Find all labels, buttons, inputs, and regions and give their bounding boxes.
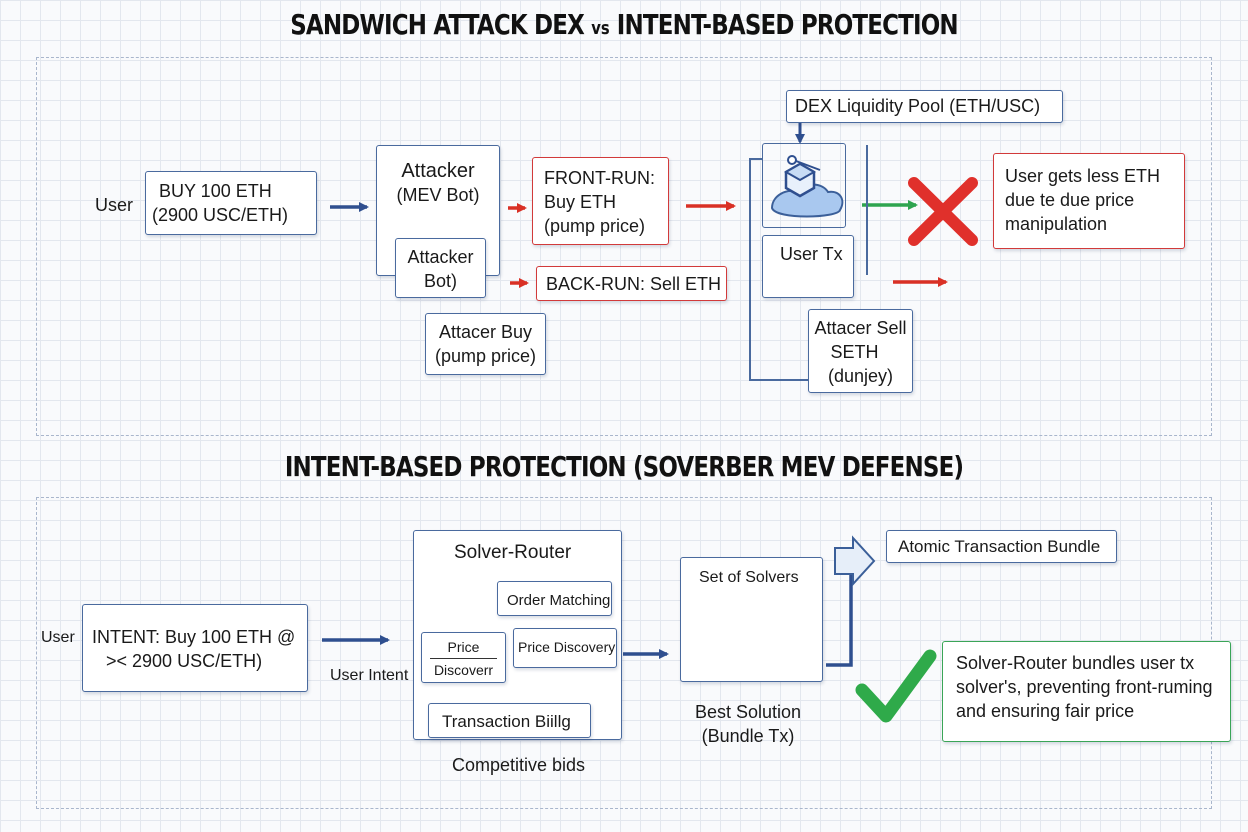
result-protection-line-2: solver's, preventing front-ruming xyxy=(956,677,1213,697)
result-protection-line-3: and ensuring fair price xyxy=(956,701,1135,721)
liquidity-pool-box xyxy=(762,143,846,228)
order-matching-box: Order Matching xyxy=(497,581,612,616)
attacker-buy-line-1: Attacer Buy xyxy=(438,322,533,342)
sandwich-section xyxy=(36,57,1212,436)
user-tx-box: User Tx xyxy=(762,235,854,298)
user-intent-label: User Intent xyxy=(330,667,409,684)
transaction-billing-text: Transaction Biillg xyxy=(442,712,571,731)
top-title: SANDWICH ATTACK DEX vs INTENT-BASED PROT… xyxy=(112,8,1135,41)
price-discovery-a-line-1: Price xyxy=(447,639,480,655)
front-run-line-3: (pump price) xyxy=(544,216,646,236)
bundle-block-arrow xyxy=(834,535,876,587)
front-run-line-1: FRONT-RUN: xyxy=(544,168,655,188)
order-matching-text: Order Matching xyxy=(507,592,611,609)
pool-label-text: DEX Liquidity Pool (ETH/USC) xyxy=(795,96,1041,116)
back-run-text: BACK-RUN: Sell ETH xyxy=(546,274,722,294)
atomic-bundle-text: Atomic Transaction Bundle xyxy=(898,537,1101,556)
set-of-solvers-box: Set of Solvers xyxy=(680,557,823,682)
attacker-sell-line-1: Attacer Sell xyxy=(814,318,907,338)
result-protection-line-1: Solver-Router bundles user tx xyxy=(956,653,1195,673)
intent-line-1: INTENT: Buy 100 ETH @ xyxy=(92,627,296,647)
liquidity-pool-icon xyxy=(770,155,844,218)
top-title-main: SANDWICH ATTACK DEX xyxy=(290,8,585,41)
attacker-sell-line-2: SETH xyxy=(830,342,879,362)
user-order-line-1: BUY 100 ETH xyxy=(159,181,272,201)
competitive-bids-label: Competitive bids xyxy=(452,755,586,775)
solver-router-title: Solver-Router xyxy=(454,542,572,563)
attacker-sell-line-3: (dunjey) xyxy=(827,366,894,386)
bottom-title: INTENT-BASED PROTECTION (SOVERBER MEV DE… xyxy=(284,450,964,483)
intent-line-2: >< 2900 USC/ETH) xyxy=(106,651,263,671)
attacker-buy-box: Attacer Buy (pump price) xyxy=(425,313,546,375)
attacker-bot-line-1: Attacker xyxy=(407,247,474,267)
top-title-vs: vs xyxy=(591,18,610,39)
dex-group-bracket-right xyxy=(866,145,868,275)
intent-box: INTENT: Buy 100 ETH @ >< 2900 USC/ETH) xyxy=(82,604,308,692)
attacker-buy-line-2: (pump price) xyxy=(434,346,537,366)
arrow-solvers-to-bundle xyxy=(826,562,853,667)
best-solution-line-1: Best Solution xyxy=(694,702,802,722)
attacker-title: Attacker xyxy=(401,160,475,182)
front-run-box: FRONT-RUN: Buy ETH (pump price) xyxy=(532,157,669,245)
atomic-transaction-bundle-box: Atomic Transaction Bundle xyxy=(886,530,1117,563)
attacker-bot-line-2: Bot) xyxy=(423,271,457,291)
sandwich-user-label: User xyxy=(95,195,134,215)
attacker-bot-box: Attacker Bot) xyxy=(395,238,486,298)
result-loss-line-1: User gets less ETH xyxy=(1005,166,1161,186)
price-discovery-box-b: Price Discovery xyxy=(513,628,617,668)
result-loss-line-3: manipulation xyxy=(1005,214,1108,234)
dex-liquidity-pool-label: DEX Liquidity Pool (ETH/USC) xyxy=(786,90,1063,123)
user-order-line-2: (2900 USC/ETH) xyxy=(152,205,289,225)
back-run-box: BACK-RUN: Sell ETH xyxy=(536,266,727,301)
best-solution-line-2: (Bundle Tx) xyxy=(701,726,795,746)
price-discovery-a-line-2: Discoverr xyxy=(430,658,497,681)
cross-icon xyxy=(908,177,978,246)
front-run-line-2: Buy ETH xyxy=(544,192,617,212)
transaction-billing-box: Transaction Biillg xyxy=(428,703,591,738)
user-tx-text: User Tx xyxy=(780,244,843,264)
intent-user-label: User xyxy=(41,629,75,646)
dex-group-bracket-top xyxy=(749,158,762,160)
user-buy-order-box: BUY 100 ETH (2900 USC/ETH) xyxy=(145,171,317,235)
best-solution-label: Best Solution (Bundle Tx) xyxy=(680,700,816,748)
set-of-solvers-title: Set of Solvers xyxy=(699,569,799,586)
attacker-sell-box: Attacer Sell SETH (dunjey) xyxy=(808,309,913,393)
price-discovery-b-text: Price Discovery xyxy=(518,639,616,655)
top-title-rest: INTENT-BASED PROTECTION xyxy=(616,8,959,41)
dex-group-bracket-bottom xyxy=(749,379,809,381)
attacker-subtitle: (MEV Bot) xyxy=(396,185,480,205)
price-discovery-box-a: Price Discoverr xyxy=(421,632,506,683)
result-protection-box: Solver-Router bundles user tx solver's, … xyxy=(942,641,1231,742)
result-loss-line-2: due te due price xyxy=(1005,190,1135,210)
result-loss-box: User gets less ETH due te due price mani… xyxy=(993,153,1185,249)
dex-group-bracket-left xyxy=(749,158,751,380)
check-icon xyxy=(855,649,937,723)
